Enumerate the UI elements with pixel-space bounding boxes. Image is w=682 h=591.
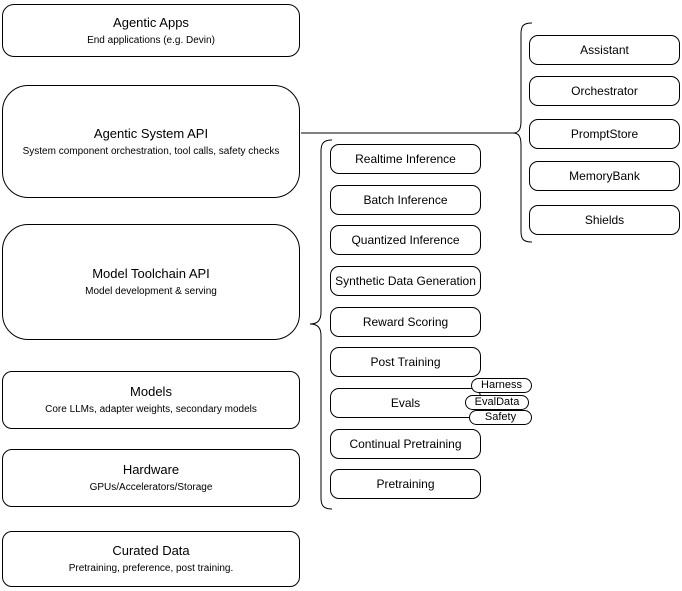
node-label: Continual Pretraining <box>349 437 462 451</box>
node-subtitle: GPUs/Accelerators/Storage <box>89 482 213 493</box>
node-subtitle: End applications (e.g. Devin) <box>87 34 215 46</box>
toolchain-services-bracket <box>309 139 333 510</box>
node-memorybank: MemoryBank <box>529 161 680 191</box>
node-continual-pretraining: Continual Pretraining <box>330 429 481 459</box>
node-title: Curated Data <box>112 543 190 558</box>
node-label: Evals <box>390 396 421 410</box>
pill-label: Harness <box>481 379 522 391</box>
node-synthetic-data-generation: Synthetic Data Generation <box>330 266 481 296</box>
node-title: Models <box>130 384 172 399</box>
node-shields: Shields <box>529 205 680 235</box>
node-evals: Evals <box>330 388 481 418</box>
node-title: Model Toolchain API <box>92 266 210 281</box>
node-label: Synthetic Data Generation <box>335 274 476 288</box>
node-subtitle: Core LLMs, adapter weights, secondary mo… <box>45 404 257 415</box>
node-label: Batch Inference <box>363 193 448 207</box>
node-label: Shields <box>584 213 625 227</box>
node-label: Realtime Inference <box>355 152 456 166</box>
node-subtitle: Model development & serving <box>85 286 217 297</box>
node-title: Hardware <box>122 462 180 477</box>
node-hardware: Hardware GPUs/Accelerators/Storage <box>2 449 300 507</box>
node-label: Post Training <box>370 355 441 369</box>
node-subtitle: Pretraining, preference, post training. <box>68 563 234 574</box>
node-label: Assistant <box>580 43 629 57</box>
node-promptstore: PromptStore <box>529 119 680 149</box>
pill-label: Safety <box>484 411 517 423</box>
node-assistant: Assistant <box>529 35 680 65</box>
pill-label: EvalData <box>474 396 520 408</box>
node-batch-inference: Batch Inference <box>330 185 481 215</box>
pill-evaldata: EvalData <box>465 395 529 410</box>
node-orchestrator: Orchestrator <box>529 76 680 106</box>
node-title: Agentic System API <box>93 125 209 141</box>
node-label: Pretraining <box>376 477 435 491</box>
node-reward-scoring: Reward Scoring <box>330 307 481 337</box>
node-models: Models Core LLMs, adapter weights, secon… <box>2 371 300 429</box>
node-subtitle: System component orchestration, tool cal… <box>22 145 280 157</box>
node-label: MemoryBank <box>569 169 640 183</box>
node-label: PromptStore <box>570 127 639 141</box>
node-pretraining: Pretraining <box>330 469 481 499</box>
node-quantized-inference: Quantized Inference <box>330 225 481 255</box>
node-label: Orchestrator <box>571 84 638 98</box>
node-realtime-inference: Realtime Inference <box>330 144 481 174</box>
node-model-toolchain-api: Model Toolchain API Model development & … <box>2 224 300 340</box>
node-label: Quantized Inference <box>351 233 460 247</box>
node-title: Agentic Apps <box>113 14 189 30</box>
node-post-training: Post Training <box>330 347 481 377</box>
node-label: Reward Scoring <box>362 315 449 329</box>
pill-harness: Harness <box>471 378 532 393</box>
node-agentic-apps: Agentic Apps End applications (e.g. Devi… <box>2 4 300 57</box>
node-curated-data: Curated Data Pretraining, preference, po… <box>2 531 300 587</box>
node-agentic-system-api: Agentic System API System component orch… <box>2 85 300 198</box>
pill-safety: Safety <box>469 410 532 425</box>
